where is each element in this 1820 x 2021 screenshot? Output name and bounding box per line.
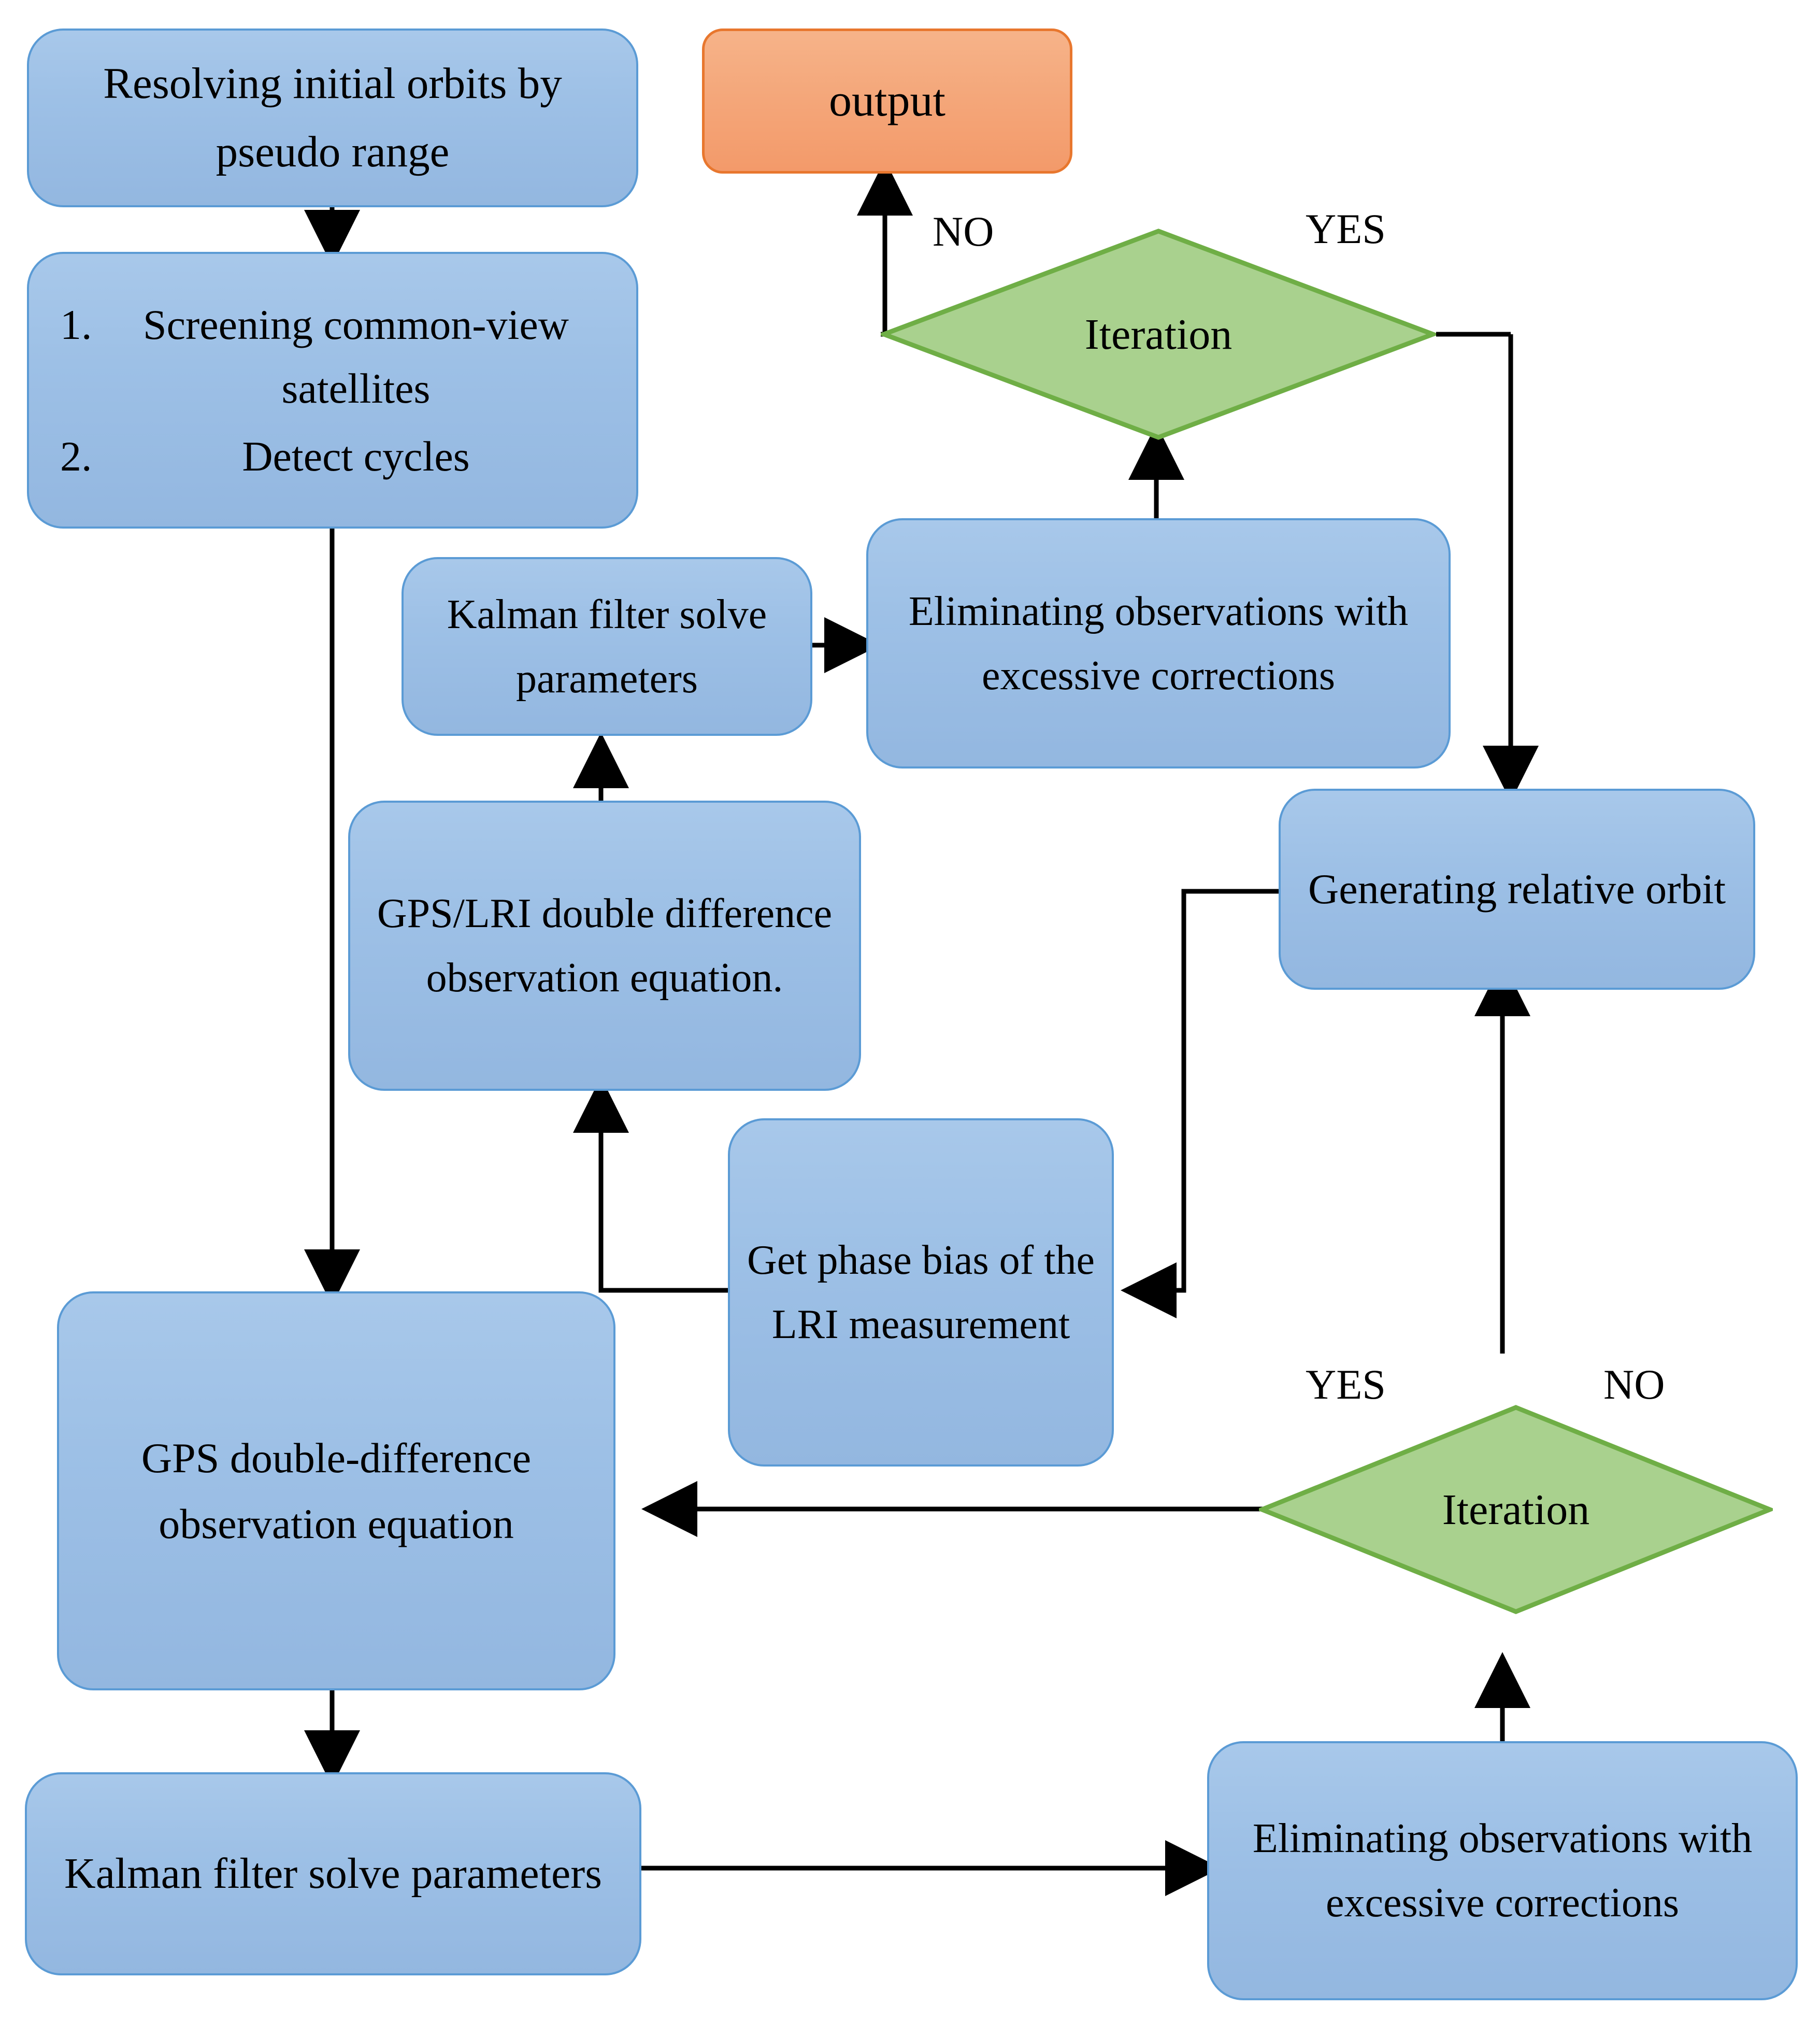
node-generating-relative-orbit-label: Generating relative orbit [1308,865,1726,913]
node-kalman-filter-bottom-label: Kalman filter solve parameters [64,1849,602,1898]
edge-label-bottom-no: NO [1603,1361,1665,1408]
node-screening-list: 1. Screening common-view satellites 2. D… [29,293,636,488]
list-item-text: Detect cycles [242,432,470,480]
node-eliminating-observations-bottom[interactable]: Eliminating observations with excessive … [1207,1741,1798,2000]
node-get-phase-bias-label: Get phase bias of the LRI measurement [747,1237,1095,1347]
list-item: 1. Screening common-view satellites [34,293,631,420]
node-generating-relative-orbit[interactable]: Generating relative orbit [1279,789,1755,990]
node-resolving-initial-orbits[interactable]: Resolving initial orbits by pseudo range [27,29,638,207]
node-kalman-filter-top-label: Kalman filter solve parameters [447,591,767,702]
node-iteration-bottom[interactable]: Iteration [1255,1404,1776,1615]
node-gps-lri-double-difference-label: GPS/LRI double difference observation eq… [377,891,833,1001]
edge-label-bottom-yes: YES [1306,1361,1386,1408]
node-eliminating-observations-top-label: Eliminating observations with excessive … [908,588,1409,699]
node-gps-double-difference-label: GPS double-difference observation equati… [141,1434,532,1547]
node-kalman-filter-top[interactable]: Kalman filter solve parameters [402,557,812,736]
list-item: 2. Detect cycles [34,424,631,488]
iteration-top-shape [877,229,1440,440]
node-output-label: output [829,75,945,126]
node-screening[interactable]: 1. Screening common-view satellites 2. D… [27,252,638,529]
iteration-bottom-shape [1255,1405,1776,1614]
node-gps-lri-double-difference[interactable]: GPS/LRI double difference observation eq… [348,801,861,1091]
node-iteration-top-label: Iteration [1084,310,1233,359]
node-eliminating-observations-bottom-label: Eliminating observations with excessive … [1252,1816,1753,1926]
node-iteration-bottom-label: Iteration [1442,1485,1590,1534]
node-get-phase-bias[interactable]: Get phase bias of the LRI measurement [728,1118,1114,1467]
list-item-number: 1. [60,301,92,348]
node-resolving-initial-orbits-label: Resolving initial orbits by pseudo range [103,59,562,176]
list-item-number: 2. [60,432,92,480]
edge-getphase-to-gpslri [573,1077,728,1293]
node-output[interactable]: output [702,29,1072,174]
node-iteration-top[interactable]: Iteration [877,228,1440,440]
node-gps-double-difference[interactable]: GPS double-difference observation equati… [57,1291,615,1690]
node-kalman-filter-bottom[interactable]: Kalman filter solve parameters [25,1772,641,1975]
node-eliminating-observations-top[interactable]: Eliminating observations with excessive … [866,518,1451,768]
edge-generating-to-getphase [1121,889,1279,1318]
list-item-text: Screening common-view satellites [142,301,569,412]
edge-label-top-yes: YES [1306,205,1386,252]
edge-label-top-no: NO [933,208,994,255]
